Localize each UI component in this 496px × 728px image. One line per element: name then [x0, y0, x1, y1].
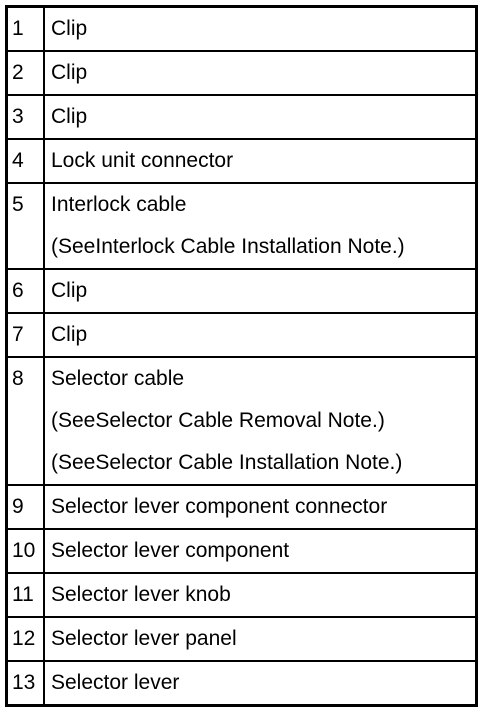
- description-line: Clip: [51, 323, 88, 346]
- description-line: Lock unit connector: [51, 149, 234, 172]
- part-number: 1: [5, 5, 45, 52]
- table-row: 10 Selector lever component: [5, 528, 478, 574]
- description-line: Selector lever knob: [51, 583, 231, 606]
- description-line: Selector cable: [51, 367, 185, 390]
- description-line: Clip: [51, 61, 88, 84]
- part-description: Selector lever: [43, 660, 478, 707]
- part-description: Selector lever component: [43, 528, 478, 574]
- table-row: 2 Clip: [5, 50, 478, 96]
- part-number: 13: [5, 660, 45, 707]
- table-row: 7 Clip: [5, 312, 478, 358]
- part-description: Clip: [43, 94, 478, 140]
- description-line: Clip: [51, 105, 88, 128]
- part-description: Clip: [43, 50, 478, 96]
- part-description: Lock unit connector: [43, 138, 478, 184]
- description-line: Clip: [51, 279, 88, 302]
- parts-legend-table: 1 Clip 2 Clip 3 Clip 4 Lock unit connect…: [5, 5, 478, 707]
- part-description: Selector lever component connector: [43, 484, 478, 530]
- description-line: Interlock cable: [51, 193, 187, 216]
- part-description: Selector lever knob: [43, 572, 478, 618]
- part-number: 5: [5, 182, 45, 270]
- parts-legend-body: 1 Clip 2 Clip 3 Clip 4 Lock unit connect…: [5, 5, 478, 707]
- part-number: 9: [5, 484, 45, 530]
- part-number: 2: [5, 50, 45, 96]
- description-line: Selector lever panel: [51, 627, 237, 650]
- table-row: 11 Selector lever knob: [5, 572, 478, 618]
- description-line: Selector lever component connector: [51, 495, 388, 518]
- part-number: 12: [5, 616, 45, 662]
- table-row: 5 Interlock cable (SeeInterlock Cable In…: [5, 182, 478, 270]
- description-line: Selector lever: [51, 671, 180, 694]
- part-description: Selector cable (SeeSelector Cable Remova…: [43, 356, 478, 486]
- table-row: 3 Clip: [5, 94, 478, 140]
- part-number: 4: [5, 138, 45, 184]
- part-number: 6: [5, 268, 45, 314]
- part-number: 8: [5, 356, 45, 486]
- table-row: 9 Selector lever component connector: [5, 484, 478, 530]
- description-note: (SeeSelector Cable Installation Note.): [51, 451, 403, 474]
- description-note: (SeeSelector Cable Removal Note.): [51, 409, 385, 432]
- table-row: 6 Clip: [5, 268, 478, 314]
- description-note: (SeeInterlock Cable Installation Note.): [51, 235, 405, 258]
- table-row: 8 Selector cable (SeeSelector Cable Remo…: [5, 356, 478, 486]
- table-row: 13 Selector lever: [5, 660, 478, 707]
- part-description: Clip: [43, 5, 478, 52]
- table-row: 1 Clip: [5, 5, 478, 52]
- description-line: Selector lever component: [51, 539, 290, 562]
- part-description: Clip: [43, 312, 478, 358]
- part-number: 7: [5, 312, 45, 358]
- part-description: Selector lever panel: [43, 616, 478, 662]
- part-description: Clip: [43, 268, 478, 314]
- description-line: Clip: [51, 17, 88, 40]
- part-number: 11: [5, 572, 45, 618]
- table-row: 4 Lock unit connector: [5, 138, 478, 184]
- table-row: 12 Selector lever panel: [5, 616, 478, 662]
- part-number: 3: [5, 94, 45, 140]
- part-number: 10: [5, 528, 45, 574]
- part-description: Interlock cable (SeeInterlock Cable Inst…: [43, 182, 478, 270]
